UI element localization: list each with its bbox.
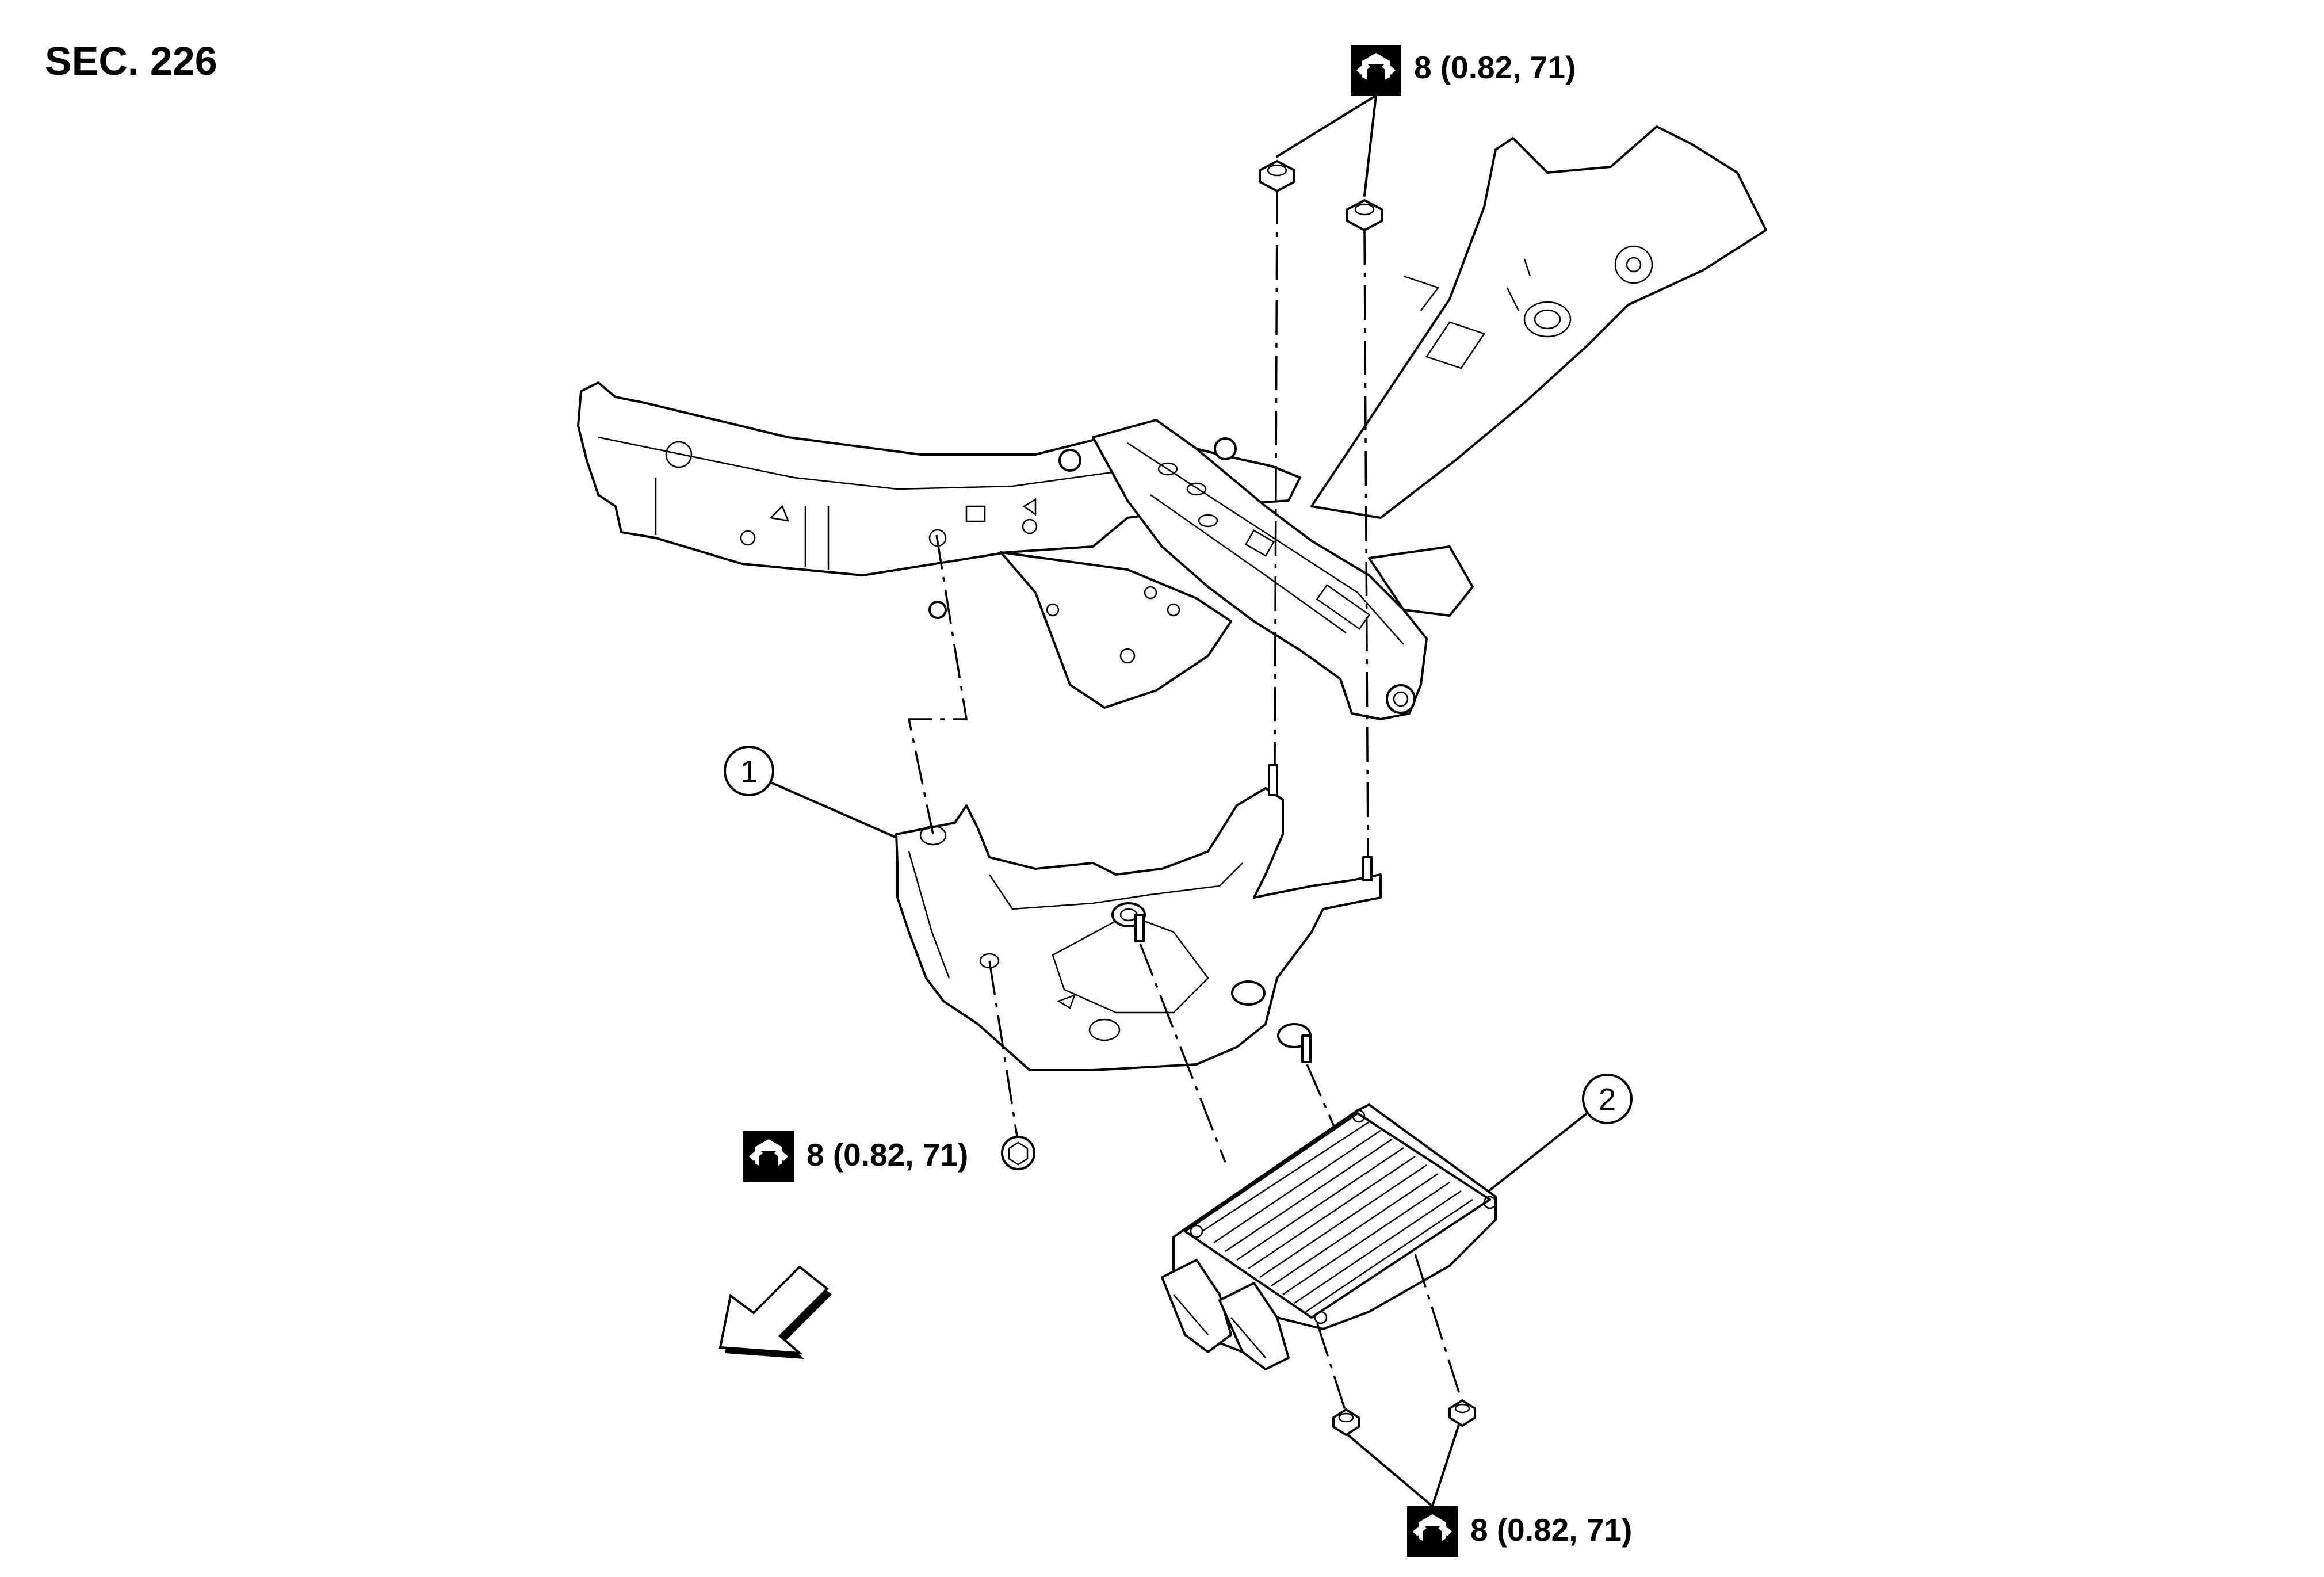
torque-leader-top	[1276, 94, 1377, 197]
callout-1-leader	[770, 781, 903, 841]
part-1-bracket	[895, 764, 1382, 1071]
bolt-left	[1001, 1136, 1035, 1170]
nut-top-2	[1346, 199, 1383, 231]
callout-2: 2	[1454, 1074, 1633, 1219]
torque-value-bottom: 8 (0.82, 71)	[1470, 1512, 1632, 1548]
torque-callout-left: 8 (0.82, 71)	[743, 1131, 968, 1182]
torque-value-left: 8 (0.82, 71)	[806, 1137, 968, 1173]
callout-2-number: 2	[1599, 1082, 1616, 1117]
alignment-lines	[907, 189, 1462, 1410]
nut-top-1	[1259, 160, 1295, 192]
torque-wrench-icon	[1351, 45, 1401, 96]
control-unit-fins	[1202, 1121, 1473, 1313]
torque-wrench-icon	[743, 1131, 794, 1182]
callout-1: 1	[724, 746, 903, 841]
nut-bottom-1	[1332, 1408, 1360, 1436]
section-title: SEC. 226	[45, 39, 217, 83]
torque-leader-bottom	[1343, 1420, 1461, 1507]
torque-callout-bottom: 8 (0.82, 71)	[1343, 1420, 1632, 1557]
torque-value-top: 8 (0.82, 71)	[1414, 49, 1576, 85]
vehicle-frame-member	[577, 125, 1767, 720]
front-direction-arrow-icon	[718, 1265, 832, 1359]
part-2-control-unit	[1161, 1103, 1497, 1370]
torque-wrench-icon	[1407, 1506, 1458, 1557]
nut-bottom-2	[1448, 1399, 1476, 1427]
torque-callout-top: 8 (0.82, 71)	[1276, 45, 1576, 197]
fasteners	[928, 160, 1476, 1436]
callout-1-number: 1	[740, 754, 758, 789]
